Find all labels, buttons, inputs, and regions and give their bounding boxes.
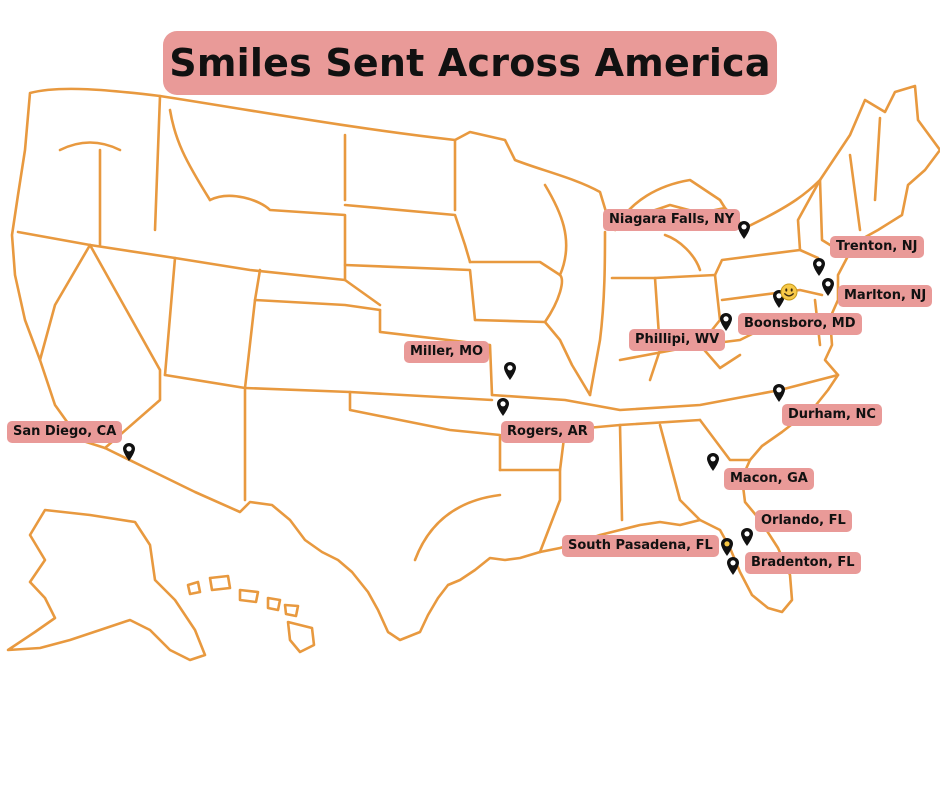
title-banner: Smiles Sent Across America [163, 31, 777, 95]
map-pin-icon [822, 278, 834, 296]
label-south-pasadena-fl: South Pasadena, FL [562, 535, 719, 557]
label-macon-ga: Macon, GA [724, 468, 814, 490]
map-pin-icon [504, 362, 516, 380]
label-boonsboro-md: Boonsboro, MD [738, 313, 862, 335]
map-pin-icon [773, 384, 785, 402]
label-bradenton-fl: Bradenton, FL [745, 552, 861, 574]
map-pin-icon [721, 538, 733, 556]
label-trenton-nj: Trenton, NJ [830, 236, 924, 258]
map-pin-icon [813, 258, 825, 276]
label-durham-nc: Durham, NC [782, 404, 882, 426]
map-pin-icon [720, 313, 732, 331]
label-orlando-fl: Orlando, FL [755, 510, 852, 532]
map-pin-icon [741, 528, 753, 546]
map-pin-icon [727, 557, 739, 575]
smiley-face-icon [780, 283, 798, 301]
map-pin-icon [707, 453, 719, 471]
alaska-outline [6, 508, 207, 662]
map-pin-icon [497, 398, 509, 416]
label-phillipi-wv: Phillipi, WV [629, 329, 726, 351]
label-rogers-ar: Rogers, AR [501, 421, 594, 443]
label-san-diego-ca: San Diego, CA [7, 421, 123, 443]
contiguous-us-outline [10, 84, 940, 642]
map-pin-icon [738, 221, 750, 239]
map-pin-icon [123, 443, 135, 461]
label-miller-mo: Miller, MO [404, 341, 490, 363]
page-title: Smiles Sent Across America [169, 41, 771, 85]
label-niagara-falls-ny: Niagara Falls, NY [603, 209, 741, 231]
hawaii-outline [186, 574, 316, 654]
label-marlton-nj: Marlton, NJ [838, 285, 933, 307]
